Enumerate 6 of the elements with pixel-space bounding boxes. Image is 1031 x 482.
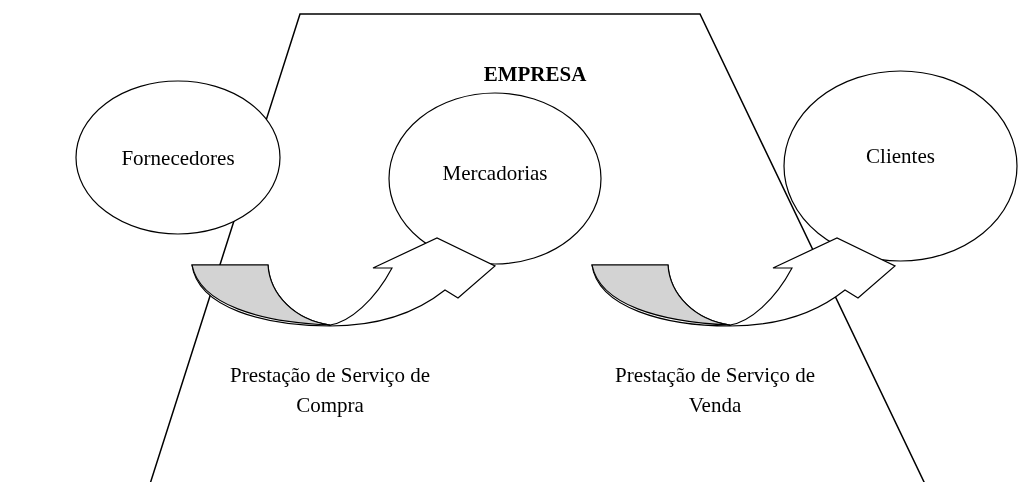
node-label: Mercadorias [441, 160, 549, 186]
edge-label: Prestação de Serviço de Venda [614, 362, 816, 420]
node-label: Clientes [865, 143, 936, 169]
edge-label: Prestação de Serviço de Compra [229, 362, 431, 420]
heading-label: EMPRESA [483, 62, 587, 87]
node-label: Fornecedores [120, 145, 236, 170]
